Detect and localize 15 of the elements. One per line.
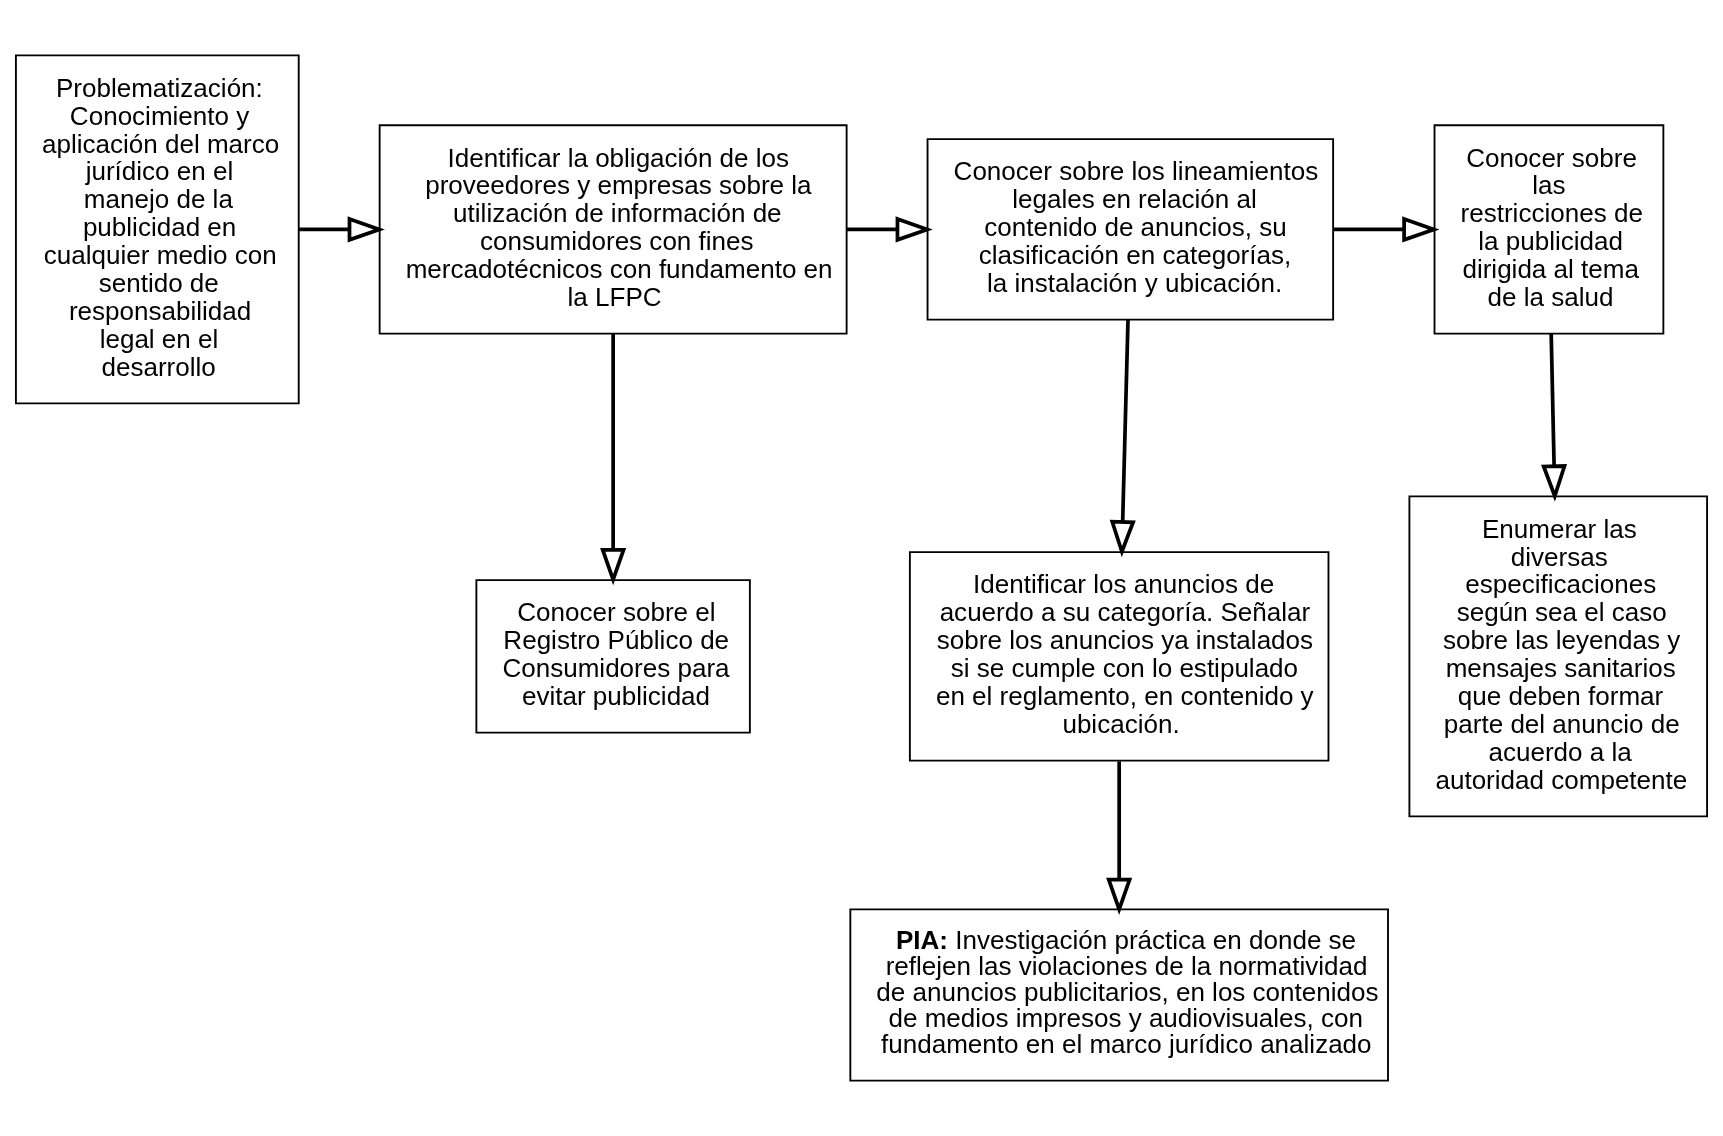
arrow <box>1106 761 1133 915</box>
arrow <box>1109 319 1136 558</box>
node-box: Conocer sobre las restricciones de la publicidad dirigida al tema de la salud <box>1433 124 1665 335</box>
arrow <box>298 216 385 243</box>
node-box: Identificar los anuncios de acuerdo a su categoría. Señalar sobre los anuncios ya instalados si se cumple con lo estipulado en el reglamento, en contenido y ubicación. <box>908 551 1330 762</box>
node-box: Problematización: Conocimiento y aplicación del marco jurídico en el manejo de la publicidad en cualquier medio con sentido de responsabilidad legal en el desarrollo <box>15 54 300 405</box>
node-box: Identificar la obligación de los proveedores y empresas sobre la utilización de información de consumidores con fines mercadotécnicos con fundamento en la LFPC <box>378 124 848 335</box>
node-box: Conocer sobre los lineamientos legales en relación al contenido de anuncios, su clasificación en categorías, la instalación y ubicación. <box>926 138 1335 321</box>
node-box: PIA: Investigación práctica en donde se reflejen las violaciones de la normatividad de anuncios publicitarios, en los contenidos de medios impresos y audiovisuales, con fundamento en el marco jurídico analizado <box>849 908 1389 1082</box>
arrow <box>600 333 627 586</box>
arrow <box>1333 216 1440 243</box>
arrow <box>1541 333 1568 502</box>
node-box: Enumerar las diversas especificaciones según sea el caso sobre las leyendas y mensajes sanitarios que deben formar parte del anuncio de acuerdo a la autoridad competente <box>1408 495 1708 818</box>
node-box: Conocer sobre el Registro Público de Consumidores para evitar publicidad <box>475 579 751 734</box>
arrow <box>847 216 933 243</box>
